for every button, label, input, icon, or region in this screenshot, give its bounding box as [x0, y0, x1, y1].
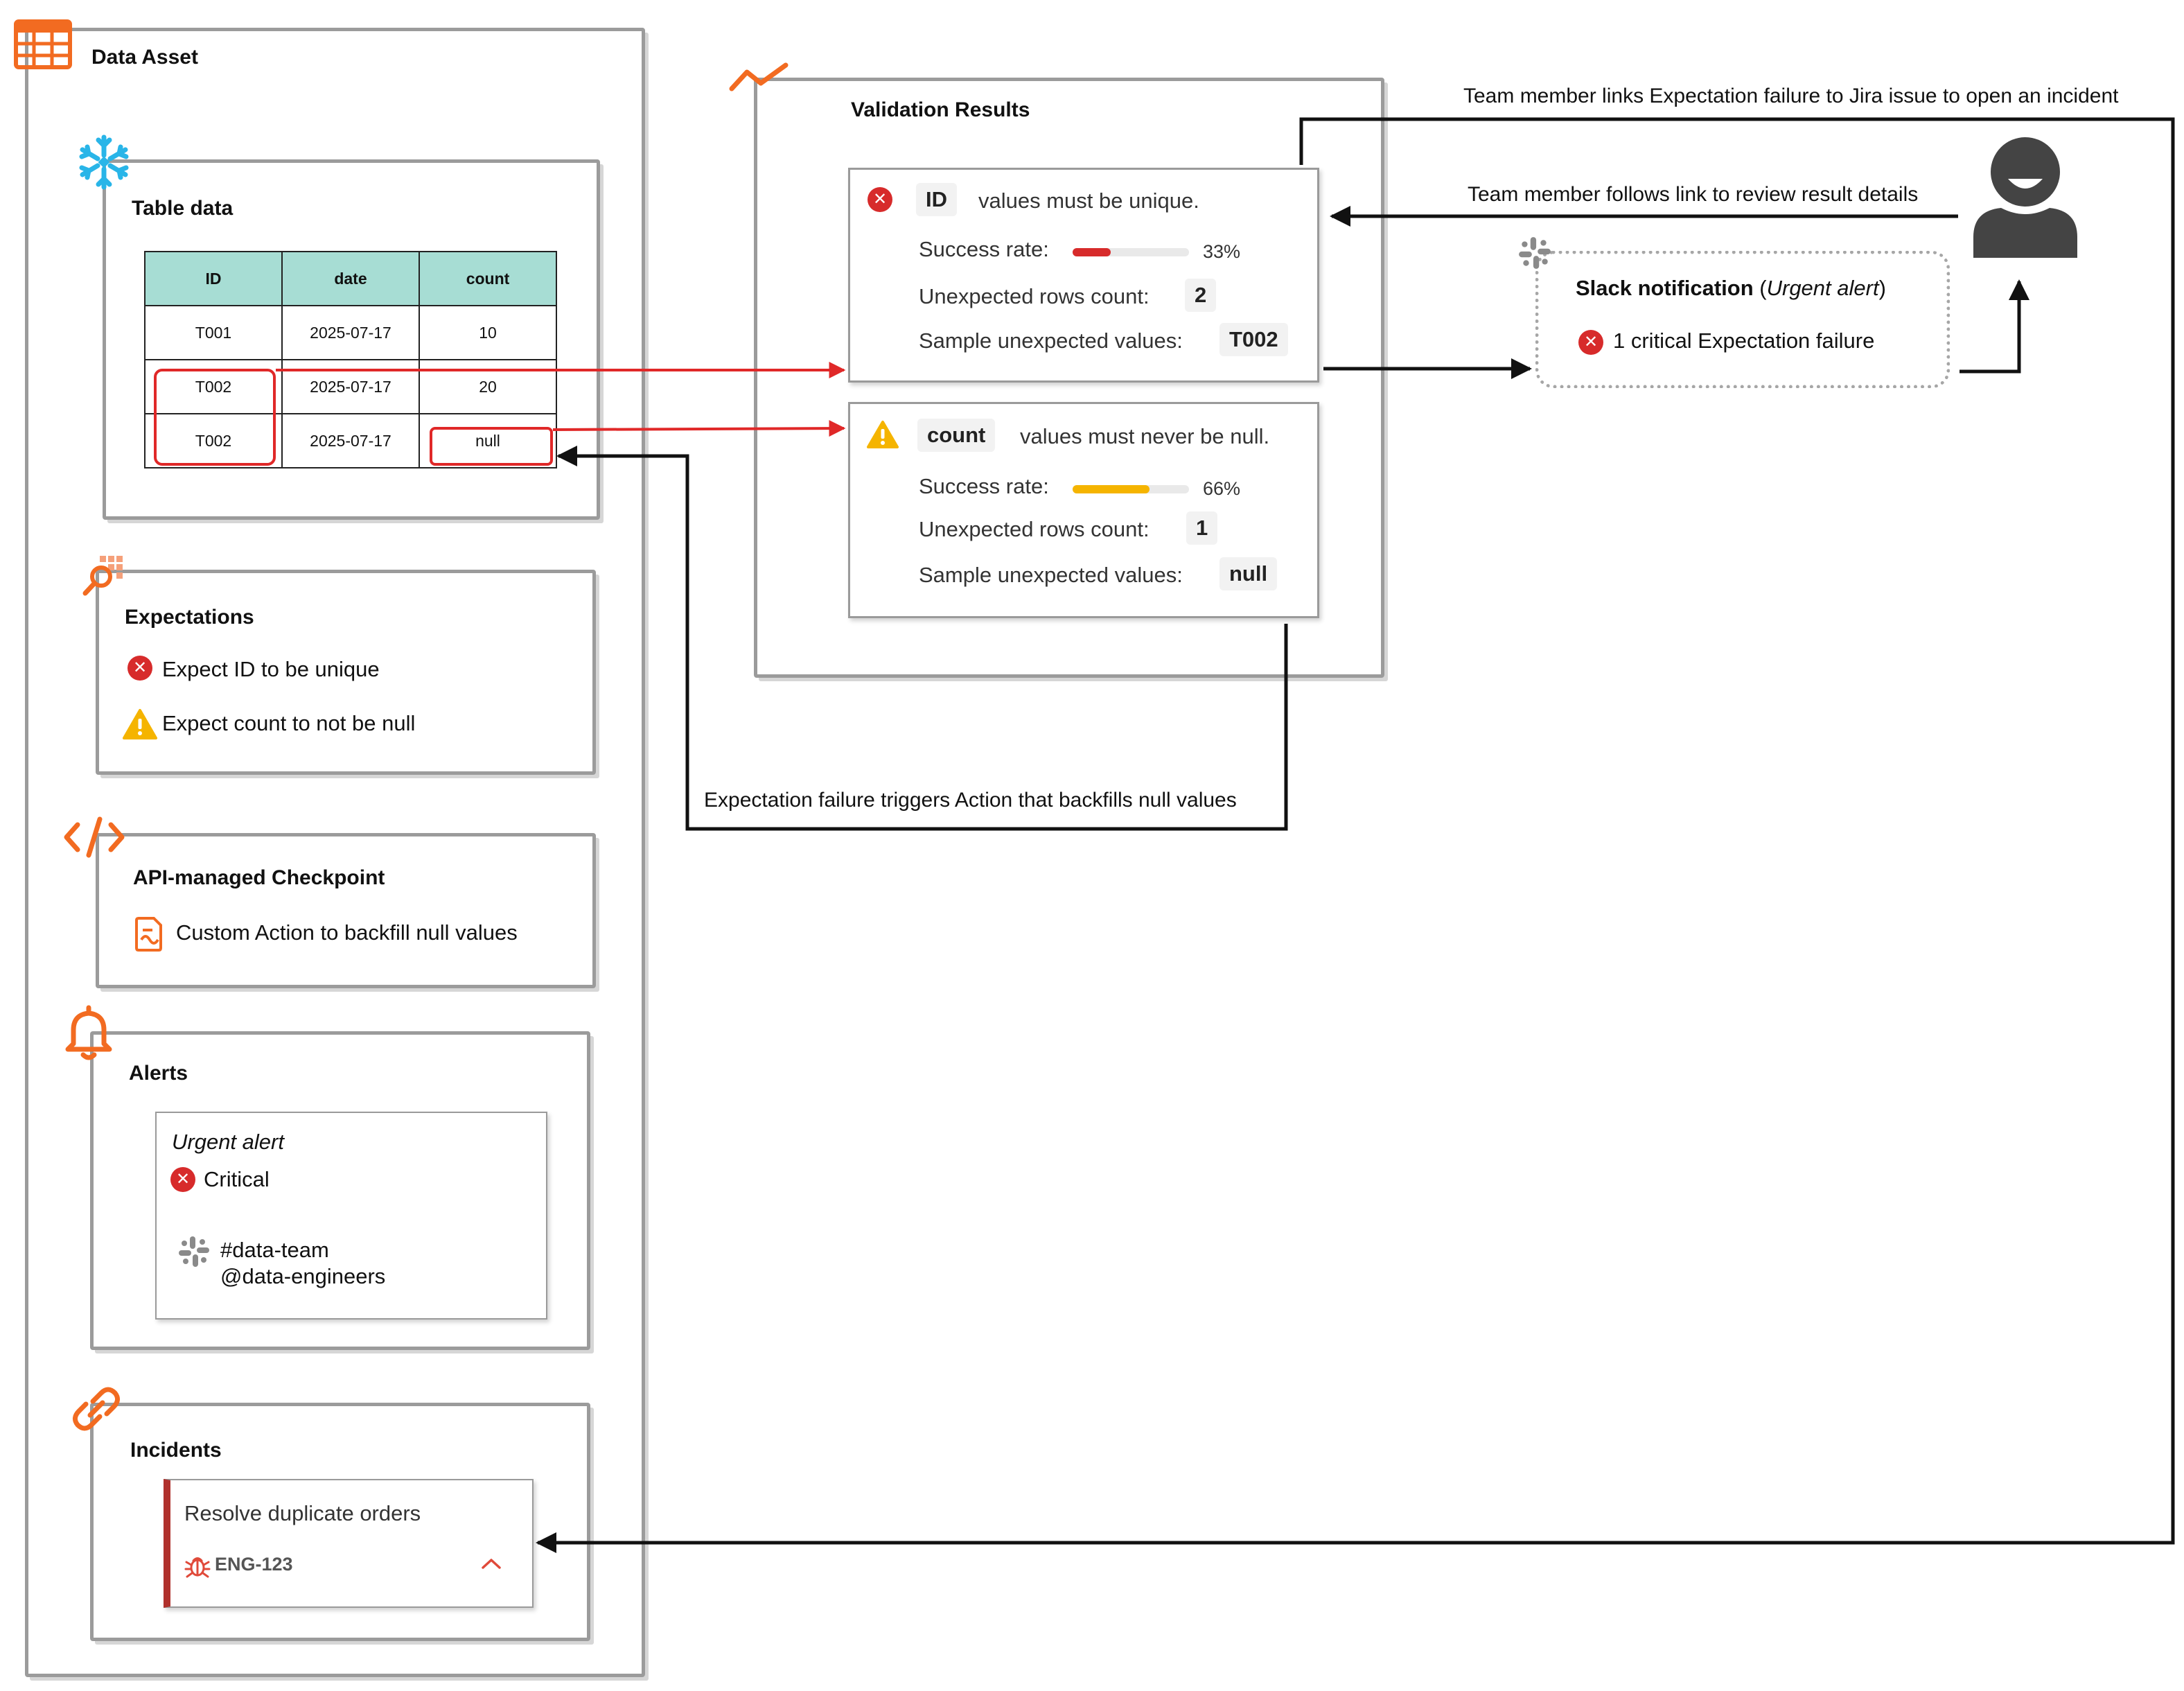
expectations-title: Expectations [125, 606, 254, 629]
table-cell: 10 [419, 305, 557, 360]
sample-value-chip: T002 [1219, 323, 1288, 356]
jira-link-annotation: Team member links Expectation failure to… [1463, 85, 2119, 107]
error-icon: ✕ [170, 1167, 195, 1192]
incidents-panel [90, 1403, 590, 1641]
chevron-up-icon[interactable] [481, 1557, 502, 1570]
validation-results-panel [754, 78, 1384, 678]
result-column-chip: count [917, 419, 996, 452]
table-cell: 20 [419, 359, 557, 414]
snowflake-icon [79, 134, 129, 190]
table-cell: null [419, 413, 557, 468]
link-icon [73, 1387, 120, 1431]
jira-incident-arrow [536, 117, 2175, 1553]
table-cell: 2025-07-17 [281, 413, 420, 468]
error-icon: ✕ [868, 187, 892, 212]
alert-card[interactable] [155, 1112, 547, 1320]
table-row: T002 2025-07-17 null [144, 413, 557, 468]
checkpoint-action-text: Custom Action to backfill null values [176, 920, 518, 945]
incident-title: Resolve duplicate orders [184, 1501, 421, 1525]
result-rule-text: values must never be null. [1020, 424, 1270, 448]
expectations-search-icon [82, 556, 123, 596]
table-row: T002 2025-07-17 20 [144, 359, 557, 414]
slack-title-suffix: Urgent alert [1766, 276, 1879, 300]
success-rate-fill [1073, 248, 1111, 256]
checkpoint-title: API-managed Checkpoint [133, 866, 385, 889]
success-rate-bar [1073, 485, 1189, 493]
success-rate-value: 66% [1203, 478, 1241, 499]
expectations-panel [96, 570, 596, 775]
unexpected-rows-count: 1 [1186, 511, 1218, 545]
code-icon [64, 816, 125, 858]
expectation-item: Expect ID to be unique [162, 657, 380, 681]
review-link-annotation: Team member follows link to review resul… [1468, 183, 1919, 206]
table-cell: 2025-07-17 [281, 305, 420, 360]
slack-notification-title: Slack notification (Urgent alert) [1576, 276, 1886, 300]
table-data-title: Table data [132, 197, 234, 220]
alert-channel: #data-team [220, 1238, 329, 1262]
result-column-chip: ID [916, 183, 957, 216]
success-rate-bar [1073, 248, 1189, 256]
table-cell: 2025-07-17 [281, 359, 420, 414]
unexpected-rows-label: Unexpected rows count: [919, 517, 1150, 541]
incidents-title: Incidents [130, 1439, 222, 1462]
table-icon [14, 19, 72, 69]
data-asset-panel [25, 28, 645, 1677]
bell-icon [65, 1005, 112, 1060]
trend-icon [729, 62, 789, 91]
error-icon: ✕ [127, 656, 152, 681]
duplicate-id-highlight [154, 369, 276, 466]
user-icon [1973, 137, 2077, 258]
alerts-title: Alerts [129, 1062, 188, 1085]
checkpoint-panel [96, 833, 596, 988]
slack-message: 1 critical Expectation failure [1613, 328, 1875, 353]
slack-notification-box[interactable] [1535, 251, 1950, 388]
column-header-count: count [419, 251, 557, 306]
result-rule-text: values must be unique. [978, 189, 1199, 213]
success-rate-label: Success rate: [919, 237, 1049, 261]
alerts-panel [90, 1031, 590, 1350]
column-header-id: ID [144, 251, 283, 306]
warning-icon [867, 421, 899, 448]
success-rate-fill [1073, 485, 1150, 493]
alert-name: Urgent alert [172, 1130, 284, 1154]
backfill-action-arrow [556, 446, 1288, 831]
slack-icon [1519, 237, 1551, 269]
slack-title-text: Slack notification [1576, 276, 1754, 300]
action-trigger-annotation: Expectation failure triggers Action that… [704, 789, 1237, 812]
table-cell: T001 [144, 305, 283, 360]
alert-group: @data-engineers [220, 1264, 386, 1288]
table-row: T001 2025-07-17 10 [144, 305, 557, 360]
table-cell: T002 [144, 359, 283, 414]
success-rate-value: 33% [1203, 241, 1241, 262]
slack-icon [179, 1236, 209, 1267]
table-header-row: ID date count [144, 251, 557, 306]
null-value-highlight [430, 427, 553, 466]
slack-to-user-arrow [1960, 279, 2029, 374]
alert-severity: Critical [204, 1167, 270, 1191]
unexpected-rows-count: 2 [1185, 279, 1217, 312]
incident-card[interactable] [164, 1479, 534, 1608]
table-cell: T002 [144, 413, 283, 468]
data-asset-title: Data Asset [91, 46, 198, 69]
sample-value-chip: null [1219, 557, 1278, 590]
unexpected-rows-label: Unexpected rows count: [919, 284, 1150, 308]
data-table: ID date count T001 2025-07-17 10 T002 20… [144, 251, 557, 468]
sample-values-label: Sample unexpected values: [919, 328, 1183, 353]
document-icon [135, 917, 162, 952]
column-header-date: date [281, 251, 420, 306]
warning-icon [123, 709, 157, 739]
null-to-result-arrow [552, 420, 846, 437]
error-icon: ✕ [1578, 330, 1603, 355]
validation-results-title: Validation Results [851, 98, 1030, 121]
incident-key[interactable]: ENG-123 [215, 1554, 293, 1575]
expectation-item: Expect count to not be null [162, 711, 416, 735]
success-rate-label: Success rate: [919, 474, 1049, 498]
table-data-panel [103, 159, 600, 520]
bug-icon [184, 1557, 211, 1578]
sample-values-label: Sample unexpected values: [919, 563, 1183, 587]
